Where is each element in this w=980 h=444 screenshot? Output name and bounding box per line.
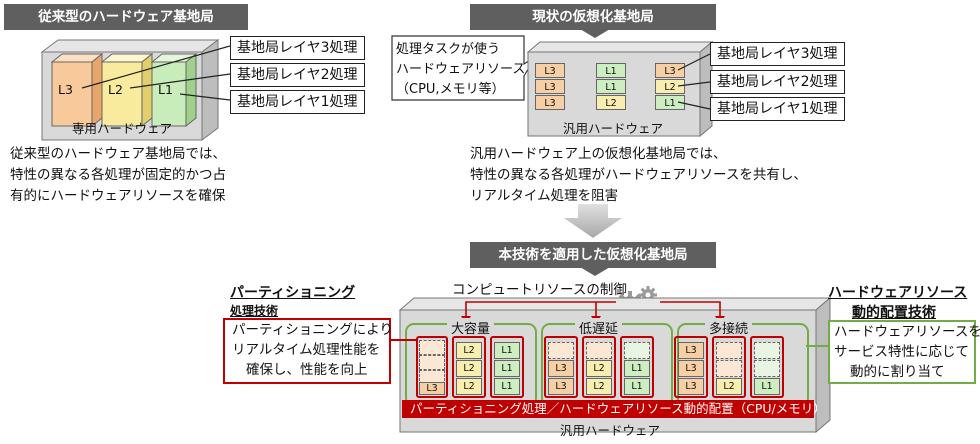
dynamic-connector bbox=[806, 345, 828, 347]
stack-cell: L3 bbox=[655, 63, 685, 78]
stack-cell: L1 bbox=[624, 378, 650, 395]
dynamic-desc-1: ハードウェアリソースを bbox=[834, 324, 980, 340]
callout-line-2: ハードウェアリソース bbox=[396, 62, 526, 77]
down-arrow-icon bbox=[564, 204, 622, 238]
stack-cell: L3 bbox=[548, 360, 574, 377]
stack-cell: L1 bbox=[494, 360, 520, 377]
dynamic-title-2: 動的配置技術 bbox=[852, 305, 936, 321]
stack-cell bbox=[586, 342, 612, 359]
stack-cell bbox=[754, 342, 780, 359]
stack-cell bbox=[716, 360, 742, 377]
current-stack-2: L1 L1 L2 bbox=[596, 63, 626, 111]
callout-line-1: 処理タスクが使う bbox=[396, 42, 501, 57]
group3-stack-2: L2 bbox=[712, 336, 746, 398]
stack-cell: L1 bbox=[596, 79, 626, 94]
stack-cell: L1 bbox=[754, 378, 780, 395]
dynamic-desc-box bbox=[828, 320, 976, 384]
stack-cell bbox=[548, 342, 574, 359]
legacy-hardware-illustration bbox=[40, 39, 230, 141]
dynamic-title-1: ハードウェアリソース bbox=[828, 285, 968, 301]
group2-stack-1: L3 L3 bbox=[544, 336, 578, 398]
legacy-desc-3: 有的にハードウェアリソースを確保 bbox=[10, 188, 226, 204]
current-hw-caption: 汎用ハードウェア bbox=[562, 121, 663, 136]
stack-cell: L1 bbox=[624, 360, 650, 377]
stack-cell: L2 bbox=[586, 360, 612, 377]
group2-stack-2: L2 L2 bbox=[582, 336, 616, 398]
compute-control-label: コンピュートリソースの制御 bbox=[452, 282, 627, 298]
legacy-l3: L3 bbox=[58, 82, 73, 97]
group-label-low-latency: 低遅延 bbox=[575, 318, 623, 337]
proposed-header: 本技術を適用した仮想化基地局 bbox=[470, 242, 716, 268]
stack-cell bbox=[716, 342, 742, 359]
stack-cell bbox=[419, 340, 445, 355]
header-pointer bbox=[580, 29, 610, 38]
current-label-layer1: 基地局レイヤ1処理 bbox=[710, 97, 845, 121]
group-label-massive-connectivity: 多接続 bbox=[705, 318, 753, 337]
partition-title-1: パーティショニング bbox=[230, 285, 356, 301]
current-desc-2: 特性の異なる各処理がハードウェアリソースを共有し、 bbox=[470, 167, 807, 183]
current-desc-3: リアルタイム処理を阻害 bbox=[470, 188, 619, 204]
legacy-desc-2: 特性の異なる各処理が固定的かつ占 bbox=[10, 167, 226, 183]
current-label-layer3: 基地局レイヤ3処理 bbox=[710, 42, 845, 66]
stack-cell: L3 bbox=[678, 378, 704, 395]
legacy-label-layer1: 基地局レイヤ1処理 bbox=[230, 90, 365, 114]
stack-cell bbox=[624, 342, 650, 359]
current-connector-lines bbox=[677, 53, 711, 110]
stack-cell: L3 bbox=[678, 342, 704, 359]
stack-cell: L1 bbox=[655, 95, 685, 110]
group3-stack-3: L1 bbox=[750, 336, 784, 398]
stack-cell: L1 bbox=[494, 342, 520, 359]
stack-cell: L2 bbox=[586, 378, 612, 395]
legacy-hw-caption: 専用ハードウェア bbox=[71, 121, 172, 136]
stack-cell bbox=[754, 360, 780, 377]
group-label-large-capacity: 大容量 bbox=[447, 318, 495, 337]
partition-dynamic-bar bbox=[402, 400, 814, 418]
partition-title-2: 処理技術 bbox=[230, 304, 279, 318]
partition-desc-1: パーティショニングにより bbox=[232, 322, 393, 338]
current-desc-1: 汎用ハードウェア上の仮想化基地局では、 bbox=[470, 146, 727, 162]
stack-cell: L2 bbox=[456, 360, 482, 377]
current-label-layer2: 基地局レイヤ2処理 bbox=[710, 70, 845, 94]
current-stack-1: L3 L3 L3 bbox=[535, 63, 565, 111]
partition-connector bbox=[390, 339, 418, 341]
proposed-hw-caption: 汎用ハードウェア bbox=[559, 423, 660, 438]
stack-cell: L2 bbox=[456, 378, 482, 395]
current-header: 現状の仮想化基地局 bbox=[470, 4, 716, 30]
group1-stack-2: L2 L2 L2 bbox=[452, 336, 486, 398]
legacy-label-layer2: 基地局レイヤ2処理 bbox=[230, 63, 365, 87]
stack-cell: L2 bbox=[596, 95, 626, 110]
stack-cell: L3 bbox=[535, 63, 565, 78]
legacy-l1: L1 bbox=[158, 82, 173, 97]
legacy-label-layer3: 基地局レイヤ3処理 bbox=[230, 36, 365, 60]
stack-cell: L2 bbox=[716, 378, 742, 395]
group1-stack-1: L3 bbox=[416, 336, 448, 398]
stack-cell: L1 bbox=[596, 63, 626, 78]
stack-cell: L3 bbox=[419, 382, 445, 395]
partition-dynamic-bar-label: パーティショニング処理／ハードウェアリソース動的配置（CPU/メモリ） bbox=[410, 401, 826, 416]
stack-cell: L3 bbox=[678, 360, 704, 377]
partition-desc-2: リアルタイム処理性能を bbox=[232, 342, 381, 358]
current-stack-3: L3 L2 L1 bbox=[655, 63, 685, 111]
stack-cell: L3 bbox=[535, 79, 565, 94]
stack-cell: L2 bbox=[655, 79, 685, 94]
header-pointer bbox=[580, 267, 610, 276]
dynamic-desc-3: 動的に割り当て bbox=[850, 364, 945, 380]
stack-cell: L3 bbox=[548, 378, 574, 395]
stack-cell: L3 bbox=[535, 95, 565, 110]
group2-stack-3: L1 L1 bbox=[620, 336, 654, 398]
stack-cell: L2 bbox=[456, 342, 482, 359]
stack-cell bbox=[419, 355, 445, 370]
legacy-desc-1: 従来型のハードウェア基地局では、 bbox=[10, 146, 226, 162]
group1-stack-3: L1 L1 L1 bbox=[490, 336, 524, 398]
callout-line-3: （CPU,メモリ等） bbox=[396, 82, 505, 97]
partition-desc-box bbox=[223, 318, 391, 384]
dynamic-desc-2: サービス特性に応じて bbox=[834, 344, 969, 360]
partition-desc-3: 確保し、性能を向上 bbox=[246, 362, 368, 378]
stack-cell: L1 bbox=[494, 378, 520, 395]
legacy-l2: L2 bbox=[108, 82, 123, 97]
legacy-header: 従来型のハードウェア基地局 bbox=[4, 4, 248, 30]
group3-stack-1: L3 L3 L3 bbox=[674, 336, 708, 398]
